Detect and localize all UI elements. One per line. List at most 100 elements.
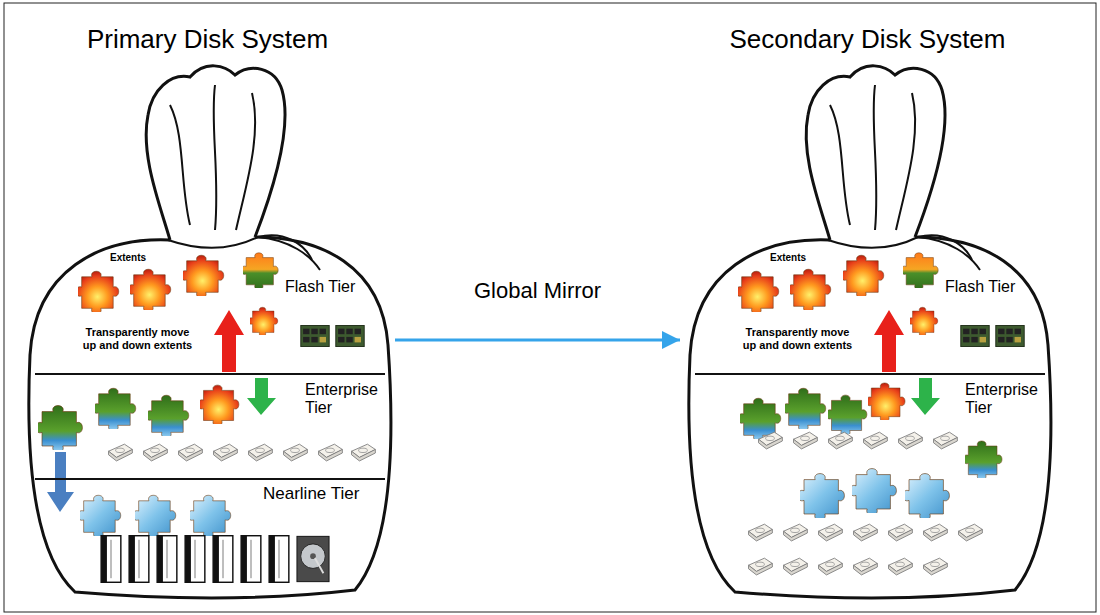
enterprise-drive [899,432,923,449]
tiering-note: Transparently move up and down extents [80,326,195,351]
demote-arrow [247,378,276,415]
demote-arrow [47,452,74,512]
tier-band: ExtentsTransparently move up and down ex… [35,240,385,375]
mirror-arrow [395,339,680,342]
cool-extent [963,441,1002,480]
hot-extent [788,269,831,312]
bag-body [29,237,391,598]
bag-neck [806,66,945,240]
bag-fold [168,237,258,248]
enterprise-drive [889,524,913,541]
enterprise-drive [854,524,878,541]
enterprise-drive [214,444,238,461]
cool-extent [783,388,826,431]
bag-fold [918,235,972,260]
tier-band: Enterprise Tier [695,375,1045,585]
nearline-drive [157,536,177,583]
flash-card [961,325,989,346]
bag-fold [258,237,320,270]
tier-band: ExtentsTransparently move up and down ex… [695,240,1045,375]
enterprise-drive [749,524,773,541]
bag-fold [236,93,255,230]
hot-extent [736,271,779,314]
enterprise-drive [249,444,273,461]
bag-fold [830,105,850,225]
hot-extent [841,255,884,298]
nearline-drive [101,536,121,583]
bag-fold [170,105,190,225]
system-heading: Secondary Disk System [680,25,1055,55]
demote-arrow [911,378,940,415]
hot-extent [909,307,938,336]
enterprise-drive [352,444,376,461]
cool-extent [826,395,867,436]
nearline-drive [185,536,205,583]
enterprise-drive [854,558,878,575]
enterprise-drive [829,432,853,449]
enterprise-drive [924,558,948,575]
flash-card [301,325,329,346]
hot-extent [198,385,239,426]
tier-name: Enterprise Tier [965,381,1047,418]
enterprise-drive [924,524,948,541]
nearline-drive [241,536,261,583]
flash-card [336,325,364,346]
nearline-drive [213,536,233,583]
nearline-drive [129,536,149,583]
promote-arrow [214,310,244,372]
bag-body [689,237,1051,598]
bag-outline [20,15,395,607]
nearline-drive [269,536,289,583]
extents-label: Extents [110,252,170,264]
warm-extent [901,253,938,290]
enterprise-drive [889,558,913,575]
system-heading: Primary Disk System [20,25,395,55]
cold-extent [78,495,121,538]
enterprise-drive [794,432,818,449]
enterprise-drive [784,524,808,541]
enterprise-drive [144,444,168,461]
bag-outline [680,15,1055,607]
hot-extent [866,383,905,422]
tier-name: Nearline Tier [263,484,388,504]
warm-extent [241,253,278,290]
tier-band: Enterprise Tier [35,375,385,480]
bag-neck [146,66,285,240]
tier-name: Enterprise Tier [305,381,387,418]
enterprise-drive [319,444,343,461]
tier-name: Flash Tier [285,278,370,296]
hot-extent [249,307,278,336]
enterprise-drive [864,432,888,449]
bag-fold [214,85,217,230]
hot-extent [76,271,119,314]
enterprise-drive [109,444,133,461]
enterprise-drive [179,444,203,461]
enterprise-drive [784,558,808,575]
extents-label: Extents [770,252,830,264]
enterprise-drive [749,558,773,575]
frame [4,3,1096,612]
bag-fold [874,85,877,230]
bag-fold [828,237,918,248]
cold-extent [798,474,844,520]
cold-extent [850,469,896,515]
enterprise-drive [284,444,308,461]
hot-extent [128,269,171,312]
cool-extent [93,388,136,431]
bag-fold [896,93,915,230]
cold-extent [133,495,176,538]
bag-fold [918,237,980,270]
cold-extent [188,495,231,538]
flash-card [996,325,1024,346]
hot-extent [181,255,224,298]
enterprise-drive [819,524,843,541]
tiering-note: Transparently move up and down extents [740,326,855,351]
tier-band: Nearline Tier [35,480,385,585]
cool-extent [146,395,189,438]
enterprise-drive [934,432,958,449]
promote-arrow [874,310,904,372]
tier-name: Flash Tier [945,278,1030,296]
hard-disk [297,536,329,581]
